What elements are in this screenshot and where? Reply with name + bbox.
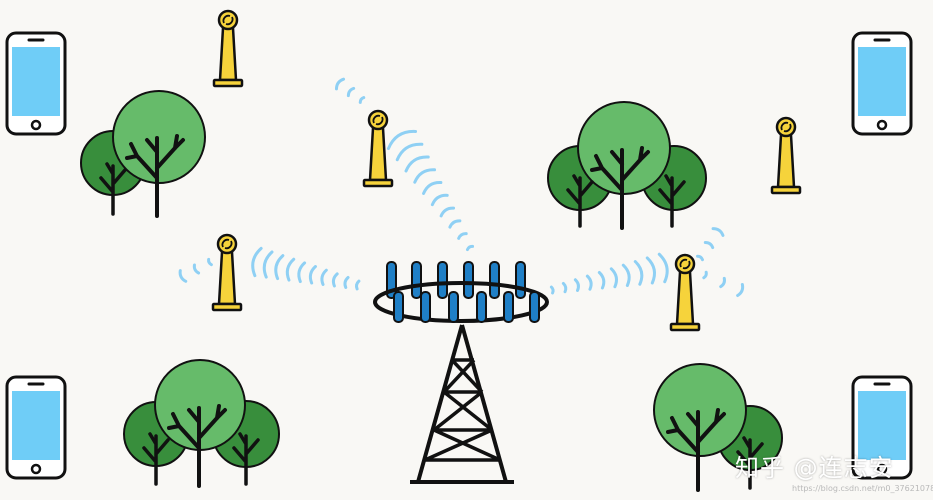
wave-arc bbox=[696, 254, 704, 262]
wave-arc bbox=[346, 86, 356, 98]
wave-arc bbox=[251, 246, 263, 278]
wave-arc bbox=[354, 279, 361, 291]
wave-arc bbox=[343, 275, 350, 289]
wave-arc bbox=[702, 270, 708, 280]
wave-arc bbox=[413, 168, 437, 184]
antenna-rod bbox=[411, 261, 422, 299]
wave-arc bbox=[308, 265, 317, 285]
antenna-rod bbox=[515, 261, 526, 299]
antenna-rod bbox=[463, 261, 474, 299]
wave-arc bbox=[457, 232, 468, 240]
wave-arc bbox=[422, 181, 443, 195]
antenna-rod bbox=[529, 291, 540, 323]
beacon-right bbox=[770, 116, 802, 195]
antenna-rod bbox=[437, 261, 448, 299]
tree-cluster-top-right bbox=[547, 101, 707, 230]
wave-arc bbox=[645, 256, 657, 285]
wave-arc bbox=[274, 254, 285, 281]
antenna-rod bbox=[476, 291, 487, 323]
antenna-rod bbox=[489, 261, 500, 299]
phone-bottom-left bbox=[5, 375, 67, 480]
wave-arc bbox=[609, 267, 618, 289]
beacon-left bbox=[211, 233, 243, 312]
beacon-top bbox=[212, 9, 244, 88]
wave-arc bbox=[262, 250, 274, 279]
wave-arc bbox=[192, 263, 201, 275]
wave-arc bbox=[386, 129, 418, 151]
beacon-right-lower bbox=[669, 253, 701, 332]
tree-cluster-top-left bbox=[80, 90, 206, 218]
phone-top-left bbox=[5, 31, 67, 136]
watermark-text: 知乎 @连志安 bbox=[735, 454, 894, 482]
tree-cluster-bottom-right bbox=[653, 363, 783, 492]
antenna-rod bbox=[503, 291, 514, 323]
wave-arc bbox=[711, 227, 725, 237]
wave-arc bbox=[358, 96, 366, 104]
tree-cluster-bottom-left bbox=[123, 359, 280, 488]
wave-arc bbox=[448, 219, 462, 229]
wave-arc bbox=[585, 274, 593, 291]
wave-arc bbox=[320, 268, 328, 286]
watermark-url: https://blog.csdn.net/m0_37621078 bbox=[792, 484, 933, 493]
wave-arc bbox=[657, 252, 669, 284]
wave-arc bbox=[404, 155, 430, 173]
wave-arc bbox=[395, 142, 424, 162]
wave-arc bbox=[439, 206, 456, 218]
wave-arc bbox=[549, 285, 555, 295]
cell-tower bbox=[373, 261, 549, 484]
wave-arc bbox=[334, 77, 346, 91]
wave-arc bbox=[207, 257, 213, 267]
wave-arc bbox=[703, 240, 715, 250]
wave-arc bbox=[465, 244, 475, 252]
wave-arc bbox=[573, 278, 580, 292]
antenna-rod bbox=[448, 291, 459, 323]
wave-arc bbox=[331, 272, 339, 288]
wave-arc bbox=[597, 270, 606, 290]
phone-top-right bbox=[851, 31, 913, 136]
wave-arc bbox=[178, 269, 188, 283]
wave-arc bbox=[285, 257, 296, 282]
wave-arc bbox=[430, 193, 449, 207]
wave-arc bbox=[561, 281, 568, 294]
wave-arc bbox=[719, 276, 726, 289]
wave-arc bbox=[297, 261, 307, 284]
antenna-rod bbox=[393, 291, 404, 323]
wave-arc bbox=[736, 282, 745, 298]
wave-arc bbox=[621, 263, 631, 287]
antenna-rod bbox=[420, 291, 431, 323]
wave-arc bbox=[633, 260, 644, 286]
wireless-waves bbox=[178, 77, 745, 298]
